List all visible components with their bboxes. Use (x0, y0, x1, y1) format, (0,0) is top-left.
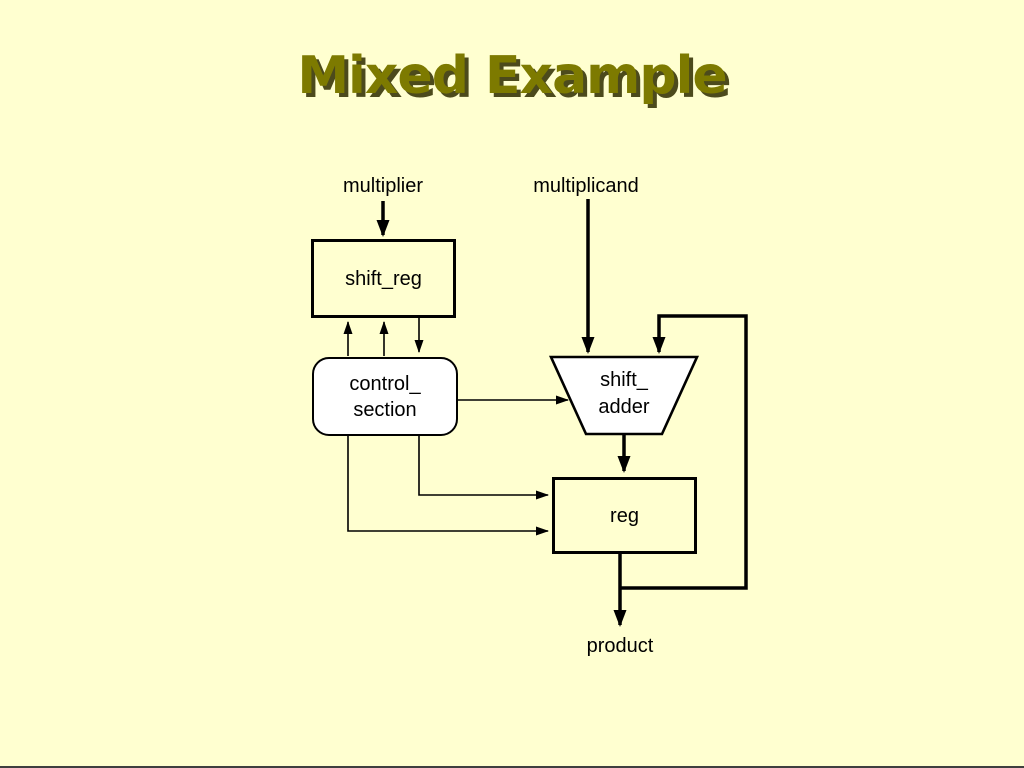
shift-adder-label: shift_ adder (551, 367, 697, 421)
multiplicand-label: multiplicand (533, 175, 639, 197)
shift-adder-label-line1: shift_ (600, 369, 648, 391)
screen-bottom-edge (0, 766, 1024, 768)
control-section-label-line2: section (353, 398, 417, 421)
control-to-reg-arrow-upper (418, 436, 549, 500)
shift-adder-block (548, 355, 700, 436)
control-section-block: control_ section (312, 357, 458, 436)
control-section-label-line1: control_ (349, 372, 421, 395)
shift-reg-label: shift_reg (345, 267, 422, 290)
shift-adder-label-line2: adder (598, 396, 650, 418)
feedback-loop-arrow (620, 314, 748, 590)
product-label: product (586, 635, 654, 657)
shift-reg-block: shift_reg (311, 239, 456, 318)
control-to-reg-arrow-lower (347, 436, 549, 536)
reg-block: reg (552, 477, 697, 554)
page-title: Mixed Example (297, 46, 727, 106)
multiplier-label: multiplier (342, 175, 424, 197)
reg-label: reg (610, 504, 639, 527)
